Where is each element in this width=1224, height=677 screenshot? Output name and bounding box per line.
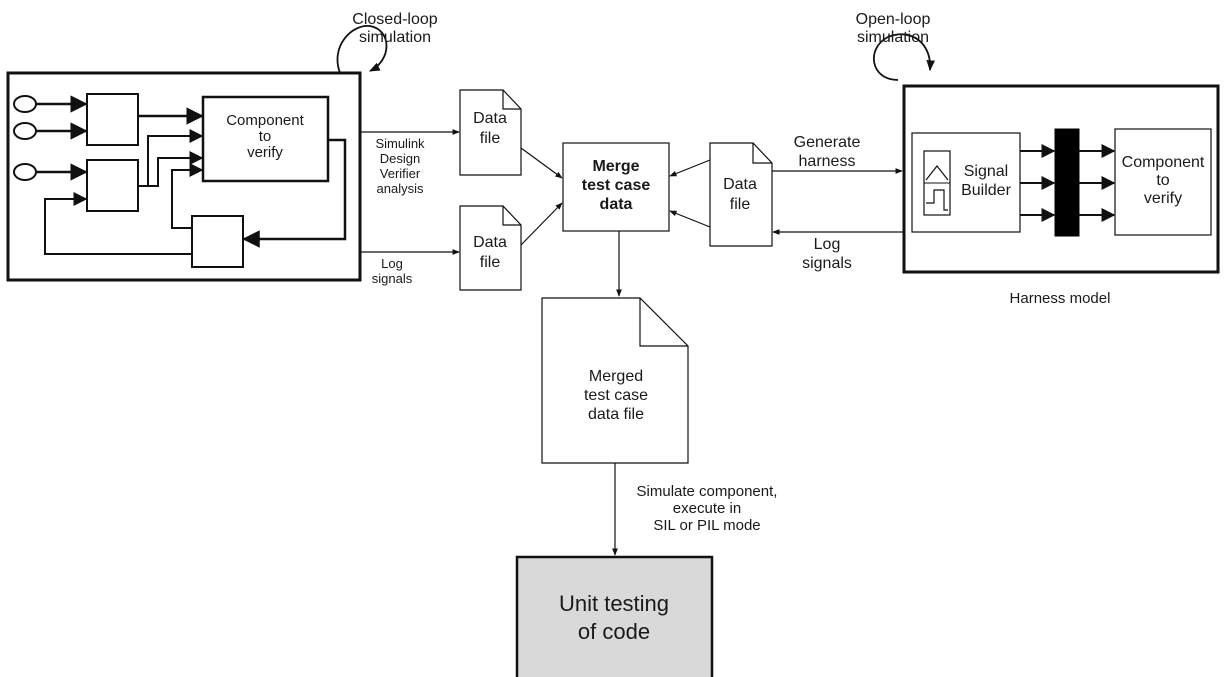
open-loop-arc-icon: [873, 33, 935, 81]
closed-loop-title-line2: simulation: [359, 29, 431, 46]
data-file-right-line1: Data: [723, 176, 757, 193]
closed-loop-model: Component to verify: [6, 71, 362, 282]
data-file-top: Data file: [459, 89, 522, 176]
closed-loop-title-line1: Closed-loop: [352, 11, 437, 28]
merged-file-line2: test case: [584, 387, 648, 404]
unit-testing-frame: [515, 555, 714, 677]
data-file-top-line2: file: [480, 130, 501, 147]
arrow-data-top-to-merge: [520, 147, 563, 179]
feedback-block: [191, 215, 244, 268]
merge-test-case-data-box: Merge test case data: [562, 142, 670, 232]
harness-model-caption: Harness model: [1010, 290, 1111, 307]
log-signals-left-line2: signals: [372, 271, 413, 286]
arrow-data-right-to-merge-a: [669, 159, 711, 177]
log-signals-left-flow: Log signals: [360, 249, 460, 286]
data-file-bottom-line1: Data: [473, 234, 507, 251]
simulate-label-line1: Simulate component,: [637, 483, 778, 500]
merged-file-line1: Merged: [589, 368, 643, 385]
merged-data-file-icon: [541, 297, 689, 464]
merge-label-line3: data: [600, 196, 633, 213]
signal-builder-line2: Builder: [961, 182, 1011, 199]
generate-harness-line1: Generate: [794, 134, 861, 151]
simulate-label-line2: execute in: [673, 500, 741, 517]
sldv-label-line3: Verifier: [380, 166, 421, 181]
unit-testing-line1: Unit testing: [559, 591, 669, 616]
log-signals-left-line1: Log: [381, 256, 403, 271]
sldv-label-line4: analysis: [377, 181, 424, 196]
source-port-2: [13, 122, 37, 140]
merge-label-line2: test case: [582, 177, 651, 194]
data-file-bottom-icon: [459, 205, 522, 291]
component-label-line1: Component: [226, 112, 304, 129]
sldv-label-line2: Design: [380, 151, 420, 166]
harness-component-block: [1114, 128, 1212, 236]
merge-label-line1: Merge: [592, 158, 639, 175]
log-signals-right-flow: Log signals: [772, 229, 904, 272]
harness-component-line2: to: [1156, 172, 1169, 189]
simulate-label: Simulate component, execute in SIL or PI…: [637, 483, 778, 534]
merged-file-line3: data file: [588, 406, 644, 423]
component-label-line2: to: [259, 128, 272, 145]
simulate-label-line3: SIL or PIL mode: [653, 517, 760, 534]
wire-block2-to-component-b: [138, 151, 204, 187]
data-file-bottom: Data file: [459, 205, 522, 291]
harness-model: Signal Builder Component to verify: [902, 84, 1220, 274]
closed-loop-arc-icon: [336, 25, 388, 74]
component-label-line3: verify: [247, 144, 283, 161]
data-file-right-line2: file: [730, 196, 751, 213]
source-port-1: [13, 95, 37, 113]
data-file-top-icon: [459, 89, 522, 176]
data-file-right-icon: [709, 142, 773, 247]
harness-component-line1: Component: [1122, 154, 1205, 171]
harness-component-line3: verify: [1144, 190, 1182, 207]
unit-testing-line2: of code: [578, 619, 650, 644]
signal-builder-line1: Signal: [964, 163, 1008, 180]
sldv-label-line1: Simulink: [375, 136, 425, 151]
signal-builder-icon: [923, 150, 951, 216]
bus-mux-block: [1054, 128, 1080, 237]
unit-testing-box: Unit testing of code: [515, 555, 714, 677]
open-loop-indicator: Open-loop simulation: [856, 11, 935, 81]
merge-box-frame: [562, 142, 670, 232]
source-port-3: [13, 163, 37, 181]
wire-component-to-feedback: [242, 138, 347, 248]
closed-loop-indicator: Closed-loop simulation: [336, 11, 438, 74]
arrow-data-bottom-to-merge: [520, 202, 563, 246]
inner-block-1: [86, 93, 139, 146]
open-loop-title-line1: Open-loop: [856, 11, 931, 28]
open-loop-title-line2: simulation: [857, 29, 929, 46]
component-to-verify-block: [201, 95, 330, 183]
arrow-data-right-to-merge-b: [669, 210, 711, 228]
sldv-analysis-flow: Simulink Design Verifier analysis: [360, 129, 460, 196]
log-signals-right-line1: Log: [814, 236, 841, 253]
log-signals-right-line2: signals: [802, 255, 852, 272]
wire-feedback-to-component: [171, 163, 204, 229]
generate-harness-flow: Generate harness: [772, 134, 903, 174]
data-file-right: Data file: [709, 142, 773, 247]
wire-feedback-to-block2: [44, 192, 192, 255]
inner-block-2: [86, 159, 139, 212]
data-file-top-line1: Data: [473, 110, 507, 127]
data-file-bottom-line2: file: [480, 254, 501, 271]
merged-data-file: Merged test case data file: [541, 297, 689, 464]
generate-harness-line2: harness: [799, 153, 856, 170]
